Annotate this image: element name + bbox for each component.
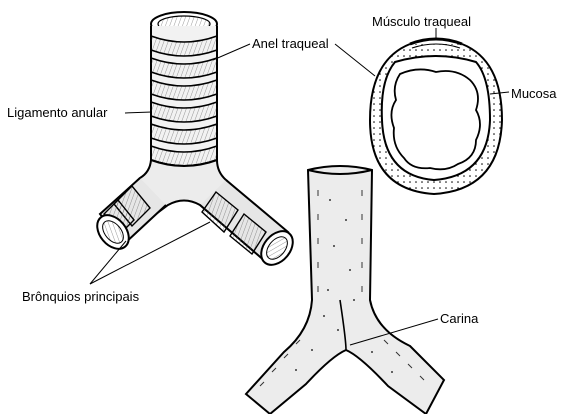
leader-ligamento-anular [125,112,152,113]
leader-anel-secao [335,44,375,76]
trachea-cross-section [370,39,502,194]
label-ligamento-anular: Ligamento anular [7,105,107,120]
label-mucosa: Mucosa [511,86,557,101]
carina-drawing [246,166,444,414]
leader-anel-traqueal [213,44,250,60]
label-musculo-traqueal: Músculo traqueal [372,14,471,29]
label-anel-traqueal: Anel traqueal [252,36,329,51]
label-carina: Carina [440,311,478,326]
mucosa-lining [391,69,480,169]
leader-bronquios-1 [90,241,126,284]
right-bronchus [200,180,299,271]
label-bronquios-principais: Brônquios principais [22,289,139,304]
